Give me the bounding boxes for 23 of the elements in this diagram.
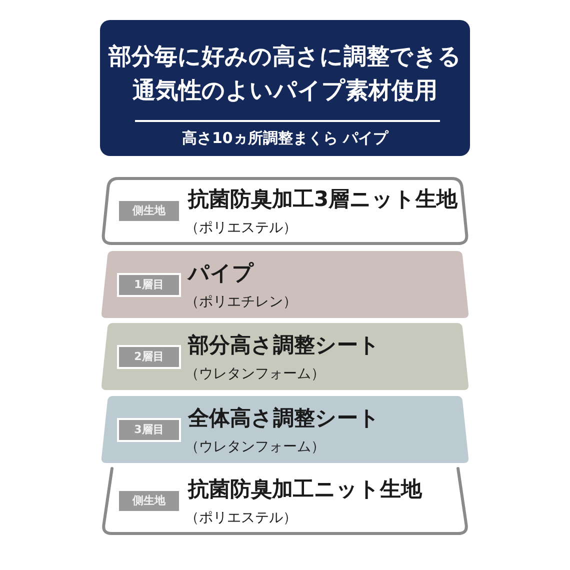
fabric-layer (101, 177, 469, 245)
layer-tag: 3層目 (117, 418, 181, 442)
layer-tag: 側生地 (117, 199, 181, 223)
layer-name: 抗菌防臭加工ニット生地 (188, 476, 422, 502)
fabric-layer (101, 467, 469, 535)
layer-tag: 2層目 (117, 345, 181, 369)
layer-band (101, 323, 469, 390)
layer-band (101, 251, 469, 318)
layer-name: 部分高さ調整シート (188, 332, 380, 358)
layer-name: 抗菌防臭加工3層ニット生地 (188, 186, 458, 212)
material-note: （ポリエステル） (185, 509, 297, 528)
title-banner (100, 20, 470, 156)
material-note: （ポリエステル） (185, 219, 297, 238)
material-note: （ポリエチレン） (185, 293, 297, 312)
material-note: （ウレタンフォーム） (185, 365, 325, 384)
material-note: （ウレタンフォーム） (185, 438, 325, 457)
banner-subtitle: 高さ10ヵ所調整まくら パイプ (180, 128, 390, 148)
layer-tag: 1層目 (117, 273, 181, 297)
layer-tag: 側生地 (117, 489, 181, 513)
layer-band (101, 396, 469, 463)
layer-name: パイプ (188, 260, 254, 286)
layer-name: 全体高さ調整シート (188, 405, 380, 431)
banner-title: 部分毎に好みの高さに調整できる通気性のよいパイプ素材使用 (107, 43, 462, 106)
